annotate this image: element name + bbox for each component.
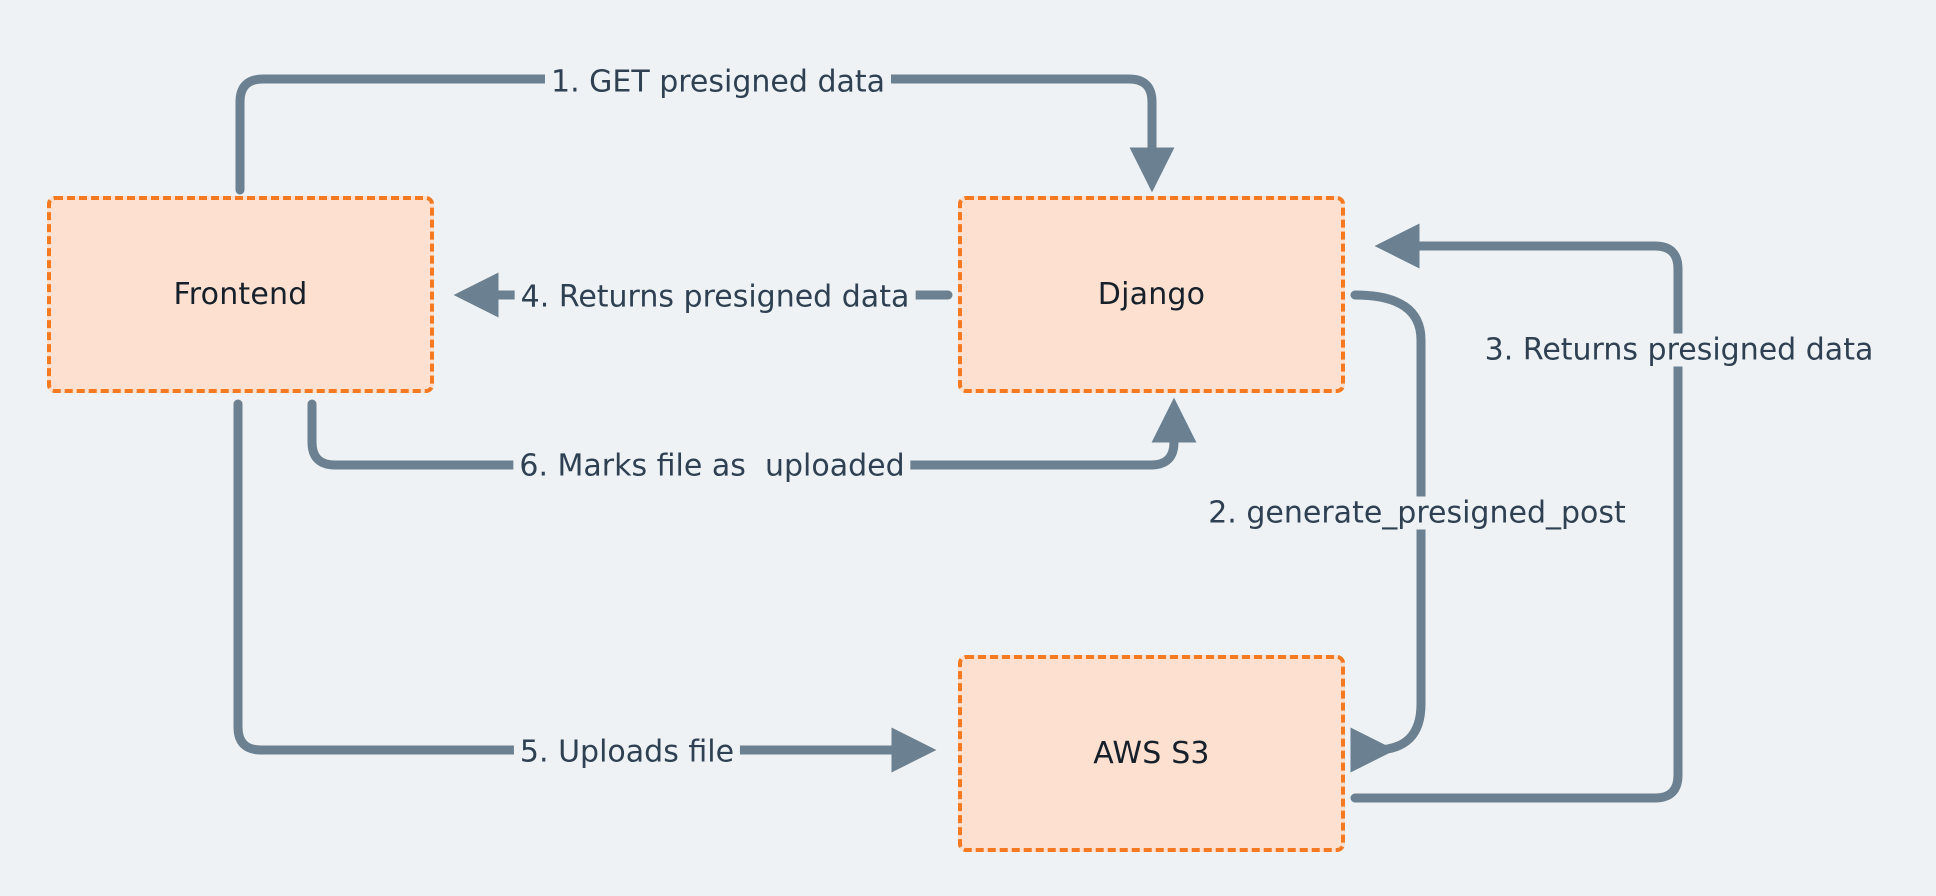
edge-label-5: 5. Uploads file [513, 735, 741, 769]
node-frontend-label: Frontend [173, 277, 308, 312]
edge-path-3 [1350, 223, 1683, 803]
node-django-label: Django [1097, 277, 1206, 312]
edge-label-2: 2. generate_presigned_post [1202, 496, 1632, 530]
edge-label-6: 6. Marks file as uploaded [513, 449, 911, 483]
node-frontend[interactable]: Frontend [47, 196, 434, 393]
node-aws-s3[interactable]: AWS S3 [958, 655, 1345, 852]
node-django[interactable]: Django [958, 196, 1345, 393]
edge-label-4: 4. Returns presigned data [514, 280, 916, 314]
node-aws-s3-label: AWS S3 [1093, 736, 1210, 771]
edge-label-1: 1. GET presigned data [544, 65, 892, 99]
edge-path-5 [233, 399, 937, 773]
edge-label-3: 3. Returns presigned data [1478, 333, 1880, 367]
